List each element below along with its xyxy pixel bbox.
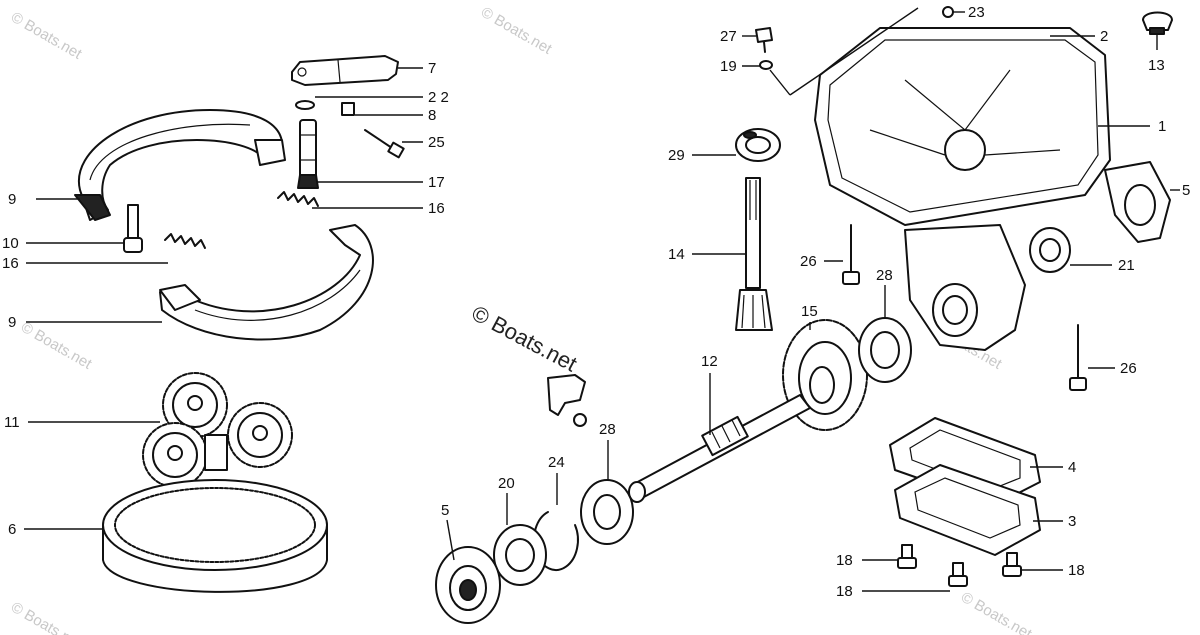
- leader-lines: [24, 7, 1180, 592]
- planetary-gears-part: [142, 372, 293, 488]
- bearing-part-28-upper: [858, 317, 912, 383]
- seal-part: [341, 102, 355, 116]
- snap-ring-part: [532, 511, 579, 571]
- callout-15: 15: [801, 303, 818, 320]
- main-shaft-part: [628, 394, 811, 503]
- pinion-shaft-part: [735, 177, 773, 331]
- callout-25: 25: [428, 134, 445, 151]
- cover-part-5-lower: [435, 546, 501, 624]
- callout-29: 29: [668, 147, 685, 164]
- watermark-bl: © Boats.net: [8, 599, 85, 635]
- callout-24: 24: [548, 454, 565, 471]
- callout-12: 12: [701, 353, 718, 370]
- bolt-part-27: [755, 27, 773, 53]
- bearing-part-28-lower: [580, 479, 634, 545]
- callout-16-lower: 16: [2, 255, 19, 272]
- cover-plate-part-3: [894, 464, 1041, 556]
- callout-6: 6: [8, 521, 16, 538]
- watermark-br: © Boats.net: [958, 589, 1035, 635]
- callout-10: 10: [2, 235, 19, 252]
- bolt-part-18-center: [948, 562, 968, 587]
- callout-16-upper: 16: [428, 200, 445, 217]
- bolt-part-18-left: [897, 544, 917, 569]
- callout-18-left: 18: [836, 552, 853, 569]
- callout-20: 20: [498, 475, 515, 492]
- watermark-tc: © Boats.net: [478, 4, 555, 58]
- callout-23: 23: [968, 4, 985, 21]
- callout-22: 2 2: [428, 89, 449, 106]
- watermark-tl: © Boats.net: [8, 9, 85, 63]
- callout-8: 8: [428, 107, 436, 124]
- seal-part-20: [493, 524, 547, 586]
- callout-labels: 7 2 2 8 25 17 16 9 10 16 9 11 6 27 19 23…: [2, 4, 1190, 600]
- bolt-part-26-lower: [1069, 324, 1087, 391]
- brake-shoe-lower: [159, 224, 374, 341]
- callout-27: 27: [720, 28, 737, 45]
- callout-3: 3: [1068, 513, 1076, 530]
- ring-gear-part: [102, 479, 328, 593]
- callout-5-lower: 5: [441, 502, 449, 519]
- washer-part: [295, 100, 315, 110]
- cap-part-13: [1142, 11, 1173, 35]
- bolt-part-26-upper: [842, 224, 860, 285]
- plug-part-23: [942, 6, 954, 18]
- callout-26-lower: 26: [1120, 360, 1137, 377]
- callout-5-upper: 5: [1182, 182, 1190, 199]
- washer-part-19: [759, 60, 773, 70]
- watermark-ml: © Boats.net: [18, 319, 95, 373]
- callout-13: 13: [1148, 57, 1165, 74]
- callout-19: 19: [720, 58, 737, 75]
- bearing-part-21: [1029, 227, 1071, 273]
- brake-arm-part: [291, 55, 399, 86]
- brake-shoe-upper: [74, 109, 286, 221]
- cover-part-5-upper: [1104, 161, 1171, 243]
- gasket-part-4: [889, 417, 1041, 506]
- gear-case-part: [814, 27, 1111, 351]
- callout-11: 11: [4, 414, 20, 431]
- callout-28-lower: 28: [599, 421, 616, 438]
- bracket-part: [547, 374, 587, 427]
- callout-17: 17: [428, 174, 445, 191]
- callout-7: 7: [428, 60, 436, 77]
- callout-2: 2: [1100, 28, 1108, 45]
- callout-18-right: 18: [1068, 562, 1085, 579]
- bolt-part-18-right: [1002, 552, 1022, 577]
- spring-part-lower: [164, 233, 206, 249]
- bearing-part-29: [735, 128, 781, 162]
- callout-28-upper: 28: [876, 267, 893, 284]
- cam-shaft-part: [297, 119, 319, 189]
- callout-1: 1: [1158, 118, 1166, 135]
- callout-26-upper: 26: [800, 253, 817, 270]
- callout-21: 21: [1118, 257, 1135, 274]
- spring-part-upper: [277, 191, 319, 207]
- callout-18-bottom: 18: [836, 583, 853, 600]
- callout-14: 14: [668, 246, 685, 263]
- pin-part: [123, 204, 143, 253]
- callout-9-upper: 9: [8, 191, 16, 208]
- bolt-part-25: [364, 129, 405, 159]
- watermark-center: © Boats.net: [468, 300, 582, 376]
- callout-4: 4: [1068, 459, 1076, 476]
- callout-9-lower: 9: [8, 314, 16, 331]
